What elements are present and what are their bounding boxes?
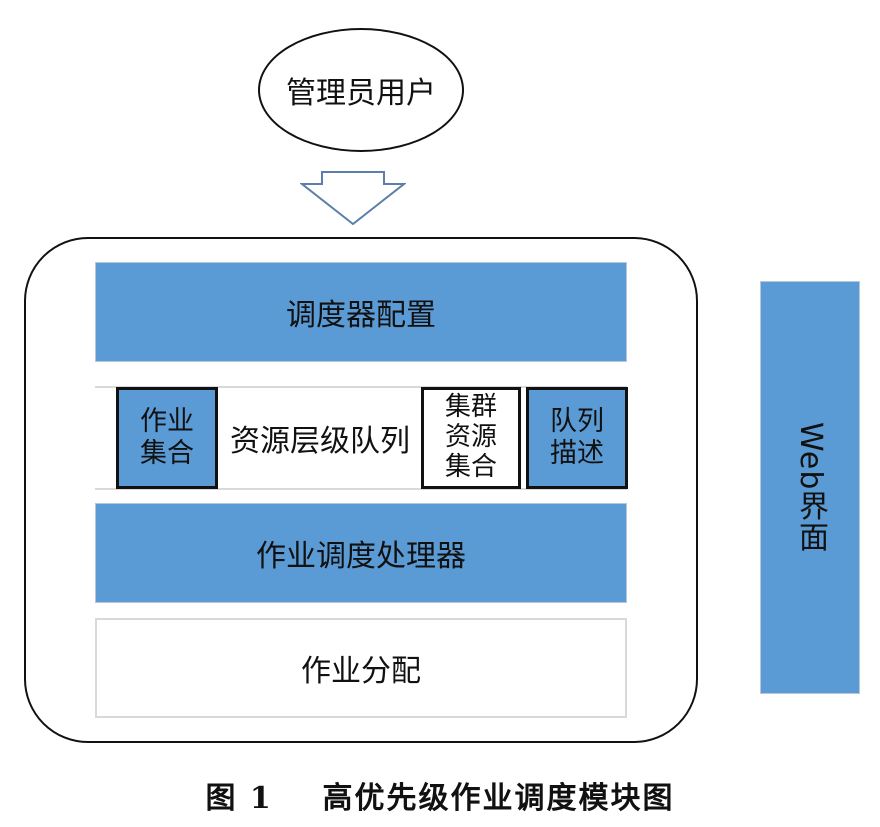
web-interface-panel: Web界面: [760, 281, 860, 694]
scheduler-config-module: 调度器配置: [95, 262, 627, 362]
figure-caption-text: 图 1 高优先级作业调度模块图: [205, 781, 675, 816]
resource-queue-label: 资源层级队列: [230, 424, 410, 459]
admin-user-label: 管理员用户: [286, 76, 436, 111]
job-set-label: 作业 集合: [140, 405, 194, 469]
job-scheduler-processor-module: 作业调度处理器: [95, 503, 627, 603]
resource-queue-module: 资源层级队列: [218, 387, 422, 489]
web-interface-label: Web界面: [793, 422, 828, 553]
down-arrow-icon: [300, 171, 406, 226]
cluster-resource-set-label: 集群 资源 集合: [444, 392, 497, 482]
cluster-resource-set-module: 集群 资源 集合: [421, 387, 521, 489]
scheduler-config-label: 调度器配置: [286, 298, 436, 333]
queue-description-module: 队列 描述: [526, 387, 628, 489]
job-assignment-module: 作业分配: [95, 618, 627, 718]
job-scheduler-processor-label: 作业调度处理器: [256, 539, 466, 574]
figure-caption: 图 1 高优先级作业调度模块图: [0, 770, 880, 820]
admin-user-node: 管理员用户: [258, 28, 464, 152]
job-assignment-label: 作业分配: [301, 654, 421, 689]
job-set-module: 作业 集合: [116, 387, 218, 489]
queue-description-label: 队列 描述: [550, 405, 604, 469]
